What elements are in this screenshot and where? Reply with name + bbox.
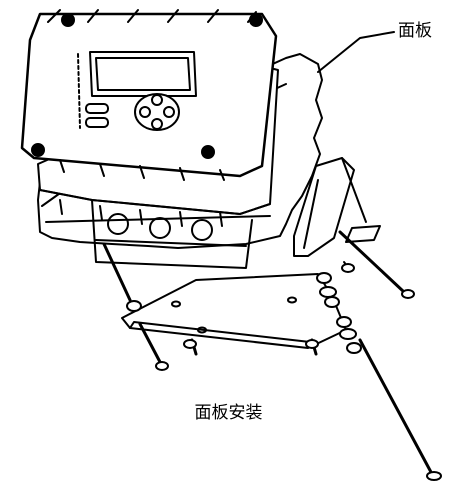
lcd-display bbox=[77, 51, 197, 129]
keypad bbox=[85, 93, 180, 131]
callout-leader-line bbox=[317, 31, 395, 73]
panel-callout-label: 面板 bbox=[398, 21, 432, 41]
washer-nut-stack bbox=[316, 272, 362, 354]
short-screws bbox=[183, 338, 319, 356]
long-threaded-rod bbox=[338, 230, 442, 481]
left-mounting-screws bbox=[102, 242, 169, 371]
diagram-caption: 面板安装 bbox=[194, 403, 263, 423]
mounting-plate bbox=[121, 273, 347, 349]
mounting-bracket bbox=[293, 157, 381, 257]
